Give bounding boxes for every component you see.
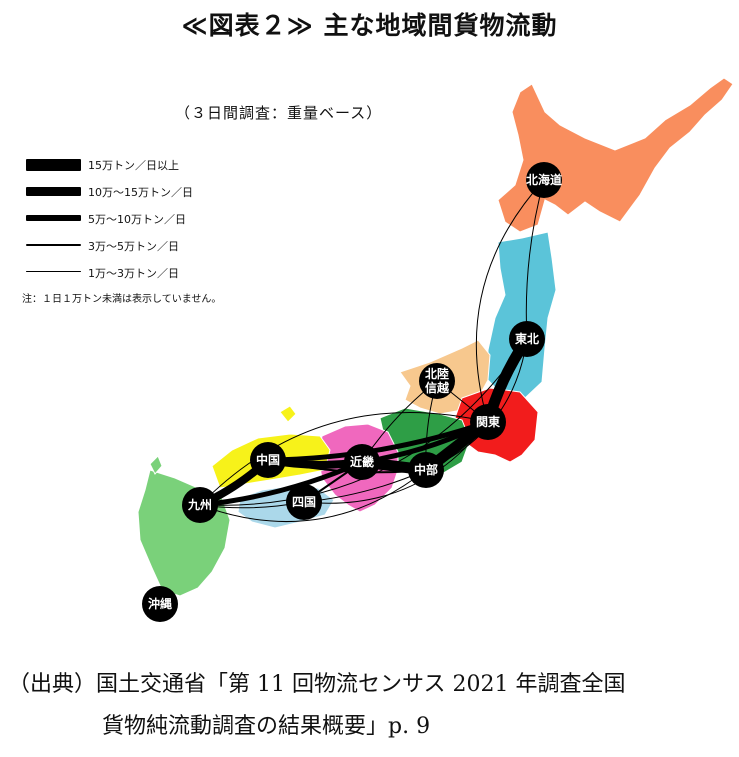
flow-line-chugoku-kanto	[265, 419, 491, 463]
region-node-label: 九州	[187, 497, 212, 512]
region-node-label: 北陸	[425, 366, 449, 381]
region-node-label: 四国	[292, 495, 316, 509]
legend-line-sample	[26, 159, 81, 171]
region-node-label: 近畿	[350, 454, 374, 469]
region-node-label: 関東	[476, 414, 500, 429]
region-node-circle	[182, 487, 218, 523]
region-node-chugoku: 中国	[250, 442, 286, 478]
legend-item-label: 3万〜5万トン／日	[88, 240, 179, 253]
region-node-label: 信越	[425, 380, 450, 395]
region-node-chubu: 中部	[408, 452, 444, 488]
region-node-label: 東北	[515, 331, 539, 346]
flow-line-shikoku-kanto	[303, 421, 489, 504]
region-node-circle	[344, 444, 380, 480]
flow-line-kyushu-chubu	[199, 469, 427, 523]
region-shapes	[137, 77, 734, 597]
region-node-circle	[419, 363, 455, 399]
region-node-circle	[286, 484, 322, 520]
legend-item-label: 1万〜3万トン／日	[88, 267, 179, 280]
map-subtitle: （３日間調査：重量ベース）	[175, 104, 383, 122]
region-shape-tohoku	[487, 231, 557, 399]
flow-line-hokkaido-kanto	[475, 179, 545, 423]
region-node-circle	[408, 452, 444, 488]
region-shape-chugoku-islet	[279, 405, 297, 423]
page-title: ≪図表２≫ 主な地域間貨物流動	[181, 11, 558, 40]
region-node-circle	[509, 321, 545, 357]
region-node-circle	[526, 162, 562, 198]
region-node-kyushu: 九州	[182, 487, 218, 523]
source-line-2: 貨物純流動調査の結果概要」p. 9	[102, 714, 431, 739]
region-node-circle	[142, 586, 178, 622]
region-node-circle	[250, 442, 286, 478]
region-node-tohoku: 東北	[509, 321, 545, 357]
region-node-label: 沖縄	[148, 596, 172, 611]
flow-line-kyushu-kinki	[197, 459, 365, 508]
flow-line-kyushu-tohoku	[199, 338, 528, 506]
region-node-label: 北海道	[526, 172, 562, 187]
region-shape-kyushu-islet	[149, 455, 163, 475]
flow-line-kyushu-kanto	[199, 412, 489, 506]
source-citation: （出典）国土交通省「第 11 回物流センサス 2021 年調査全国 貨物純流動調…	[8, 664, 733, 748]
legend-item-label: 15万トン／日以上	[88, 159, 179, 172]
region-node-circle	[470, 404, 506, 440]
legend-item-label: 5万〜10万トン／日	[88, 213, 186, 226]
region-shape-hokkaido	[497, 77, 734, 233]
region-node-shikoku: 四国	[286, 484, 322, 520]
legend-line-sample	[26, 244, 81, 246]
region-node-kanto: 関東	[470, 404, 506, 440]
legend-item-label: 10万〜15万トン／日	[88, 186, 193, 199]
legend-note: 注：１日１万トン未満は表示していません。	[22, 294, 222, 305]
region-node-kinki: 近畿	[344, 444, 380, 480]
legend-line-sample	[26, 215, 81, 221]
flow-line-hokkaido-tohoku	[525, 179, 545, 340]
region-node-hokkaido: 北海道	[526, 162, 562, 198]
legend-line-sample	[26, 271, 81, 272]
region-node-okinawa: 沖縄	[142, 586, 178, 622]
source-line-1: （出典）国土交通省「第 11 回物流センサス 2021 年調査全国	[8, 672, 626, 697]
legend-line-sample	[26, 187, 81, 196]
region-node-label: 中部	[414, 462, 438, 477]
region-node-label: 中国	[256, 452, 280, 467]
